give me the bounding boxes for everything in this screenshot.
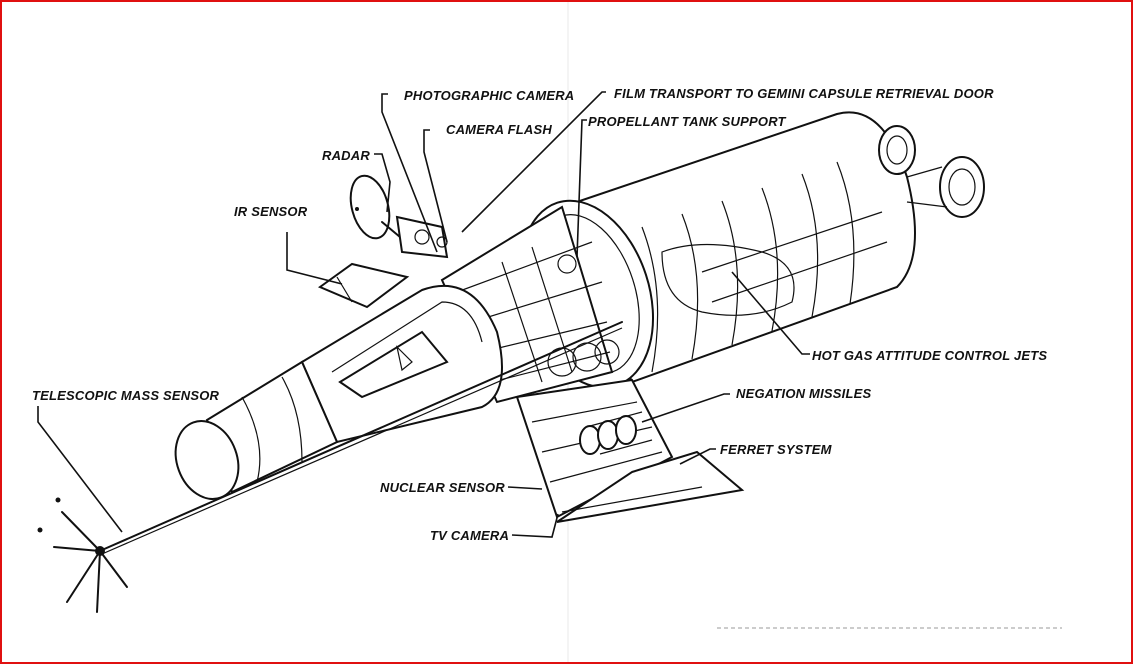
leader-negation-missiles xyxy=(641,393,730,423)
leader-ir-sensor xyxy=(286,232,343,285)
label-nuclear-sensor: NUCLEAR SENSOR xyxy=(380,480,505,495)
leader-nuclear-sensor xyxy=(507,486,543,490)
label-camera-flash: CAMERA FLASH xyxy=(446,122,552,137)
engine-nozzles xyxy=(878,125,985,218)
label-telescopic-mass-sensor: TELESCOPIC MASS SENSOR xyxy=(32,388,220,403)
label-film-transport: FILM TRANSPORT TO GEMINI CAPSULE RETRIEV… xyxy=(614,86,994,101)
negation-missile-tubes xyxy=(579,411,653,455)
callout-labels: PHOTOGRAPHIC CAMERA FILM TRANSPORT TO GE… xyxy=(32,86,1047,543)
label-ir-sensor: IR SENSOR xyxy=(234,204,308,219)
lower-equipment-bay xyxy=(515,378,745,523)
leader-ferret-system xyxy=(679,448,716,465)
leader-propellant-tank-support xyxy=(576,119,587,258)
label-negation-missiles: NEGATION MISSILES xyxy=(736,386,871,401)
label-ferret-system: FERRET SYSTEM xyxy=(720,442,833,457)
leader-radar xyxy=(374,153,391,213)
label-tv-camera: TV CAMERA xyxy=(430,528,509,543)
leader-lines xyxy=(37,91,810,538)
leader-photographic-camera xyxy=(381,93,438,253)
leader-hot-gas-jets xyxy=(731,271,810,355)
label-radar: RADAR xyxy=(322,148,370,163)
leader-tv-camera xyxy=(511,513,559,538)
sensor-cluster xyxy=(317,174,449,309)
leader-camera-flash xyxy=(423,129,448,243)
label-propellant-tank-support: PROPELLANT TANK SUPPORT xyxy=(588,114,787,129)
spacecraft-body xyxy=(174,111,985,500)
leader-film-transport xyxy=(461,91,606,233)
leader-telescopic-mass-sensor xyxy=(37,406,123,533)
label-photographic-camera: PHOTOGRAPHIC CAMERA xyxy=(404,88,574,103)
telescopic-boom xyxy=(37,321,623,613)
label-hot-gas-jets: HOT GAS ATTITUDE CONTROL JETS xyxy=(812,348,1047,363)
capsule-window xyxy=(338,330,449,399)
ir-sensor-housing xyxy=(317,262,410,309)
